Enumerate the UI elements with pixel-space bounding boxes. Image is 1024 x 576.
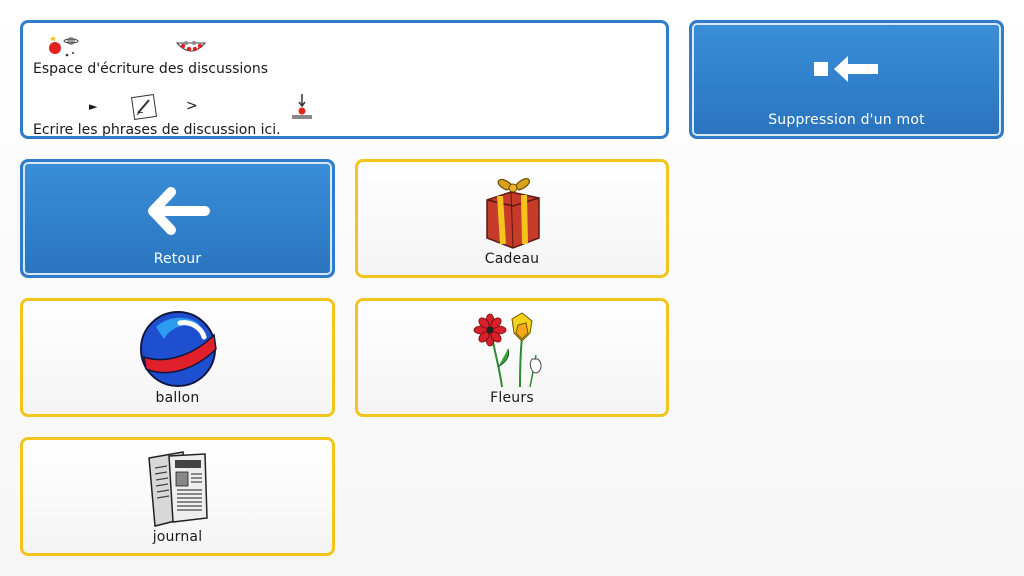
flowers-icon [473, 312, 542, 388]
arrow-left-icon [147, 187, 210, 235]
delete-word-label: Suppression d'un mot [768, 112, 925, 128]
editor-line-2: Ecrire les phrases de discussion ici. [33, 122, 281, 138]
editor-symbol: > [186, 98, 198, 114]
back-button[interactable]: Retour [20, 159, 335, 278]
newspaper-button[interactable]: journal [20, 437, 335, 556]
flowers-label: Fleurs [490, 390, 534, 406]
discussion-pictogram-icon [175, 41, 207, 52]
gift-icon [486, 178, 540, 249]
flowers-button[interactable]: Fleurs [355, 298, 669, 417]
newspaper-label: journal [152, 529, 203, 545]
editor-line-1: Espace d'écriture des discussions [33, 61, 269, 77]
write-pictogram-icon [131, 94, 157, 120]
gift-button[interactable]: Cadeau [355, 159, 669, 278]
ball-button[interactable]: ballon [20, 298, 335, 417]
ball-label: ballon [155, 390, 200, 406]
space-pictogram-icon [49, 36, 79, 57]
gift-label: Cadeau [484, 251, 540, 267]
delete-word-icon [813, 56, 878, 82]
ball-icon [139, 311, 217, 387]
here-pictogram-icon [292, 94, 312, 119]
back-label: Retour [153, 251, 202, 267]
newspaper-icon [147, 451, 208, 527]
message-editor[interactable]: Espace d'écriture des discussions ► > Ec… [20, 20, 669, 139]
delete-word-button[interactable]: Suppression d'un mot [689, 20, 1004, 139]
arrow-pictogram-icon: ► [89, 100, 98, 113]
